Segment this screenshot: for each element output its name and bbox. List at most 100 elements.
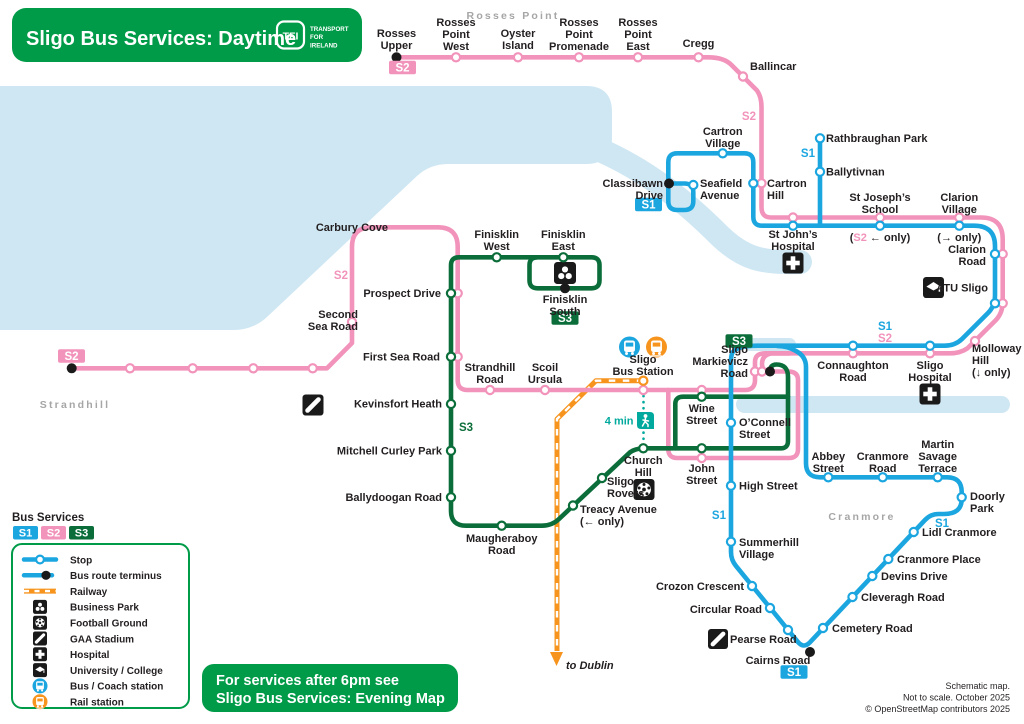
stop-label-line: Molloway — [972, 343, 1022, 355]
stop — [725, 536, 737, 547]
stop-label-line: Upper — [381, 40, 414, 52]
stop-label-line: Island — [502, 40, 534, 52]
stop-label-line: South — [549, 306, 580, 318]
stop — [638, 443, 649, 454]
footnote: Schematic map. — [945, 681, 1010, 691]
stop-label-line: Road — [488, 545, 516, 557]
stop-label-line: School — [862, 204, 899, 216]
stop-label-line: Martin — [921, 439, 954, 451]
stop-label: (→ only) — [937, 232, 981, 244]
stop-label-line: High Street — [739, 481, 798, 493]
stop-label-line: Ursula — [528, 374, 563, 386]
stop — [883, 553, 894, 565]
route-badge-s1: S1 — [780, 665, 808, 679]
stop-label-line: Street — [686, 475, 718, 487]
stop-label-line: Hospital — [771, 241, 814, 253]
route-s3 — [448, 255, 791, 528]
route-s2 — [666, 351, 801, 461]
banner-line1: For services after 6pm see — [216, 673, 399, 689]
bus-circle-icon — [619, 336, 640, 358]
rail-circle-icon — [646, 336, 667, 358]
legend-item-label: Business Park — [70, 603, 139, 614]
legend-heading: Bus Services — [12, 512, 84, 524]
stop-label-line: Lidl Cranmore — [922, 527, 997, 539]
stop-label-line: Finisklin — [543, 294, 588, 306]
stop-label: Crozon Crescent — [656, 581, 744, 593]
rail-circle-icon — [32, 694, 48, 710]
stop — [496, 520, 507, 531]
water-bay — [0, 86, 612, 330]
stop — [847, 591, 858, 603]
stop-label-line: Hill — [972, 355, 989, 367]
stop-label: Pearse Road — [730, 634, 797, 646]
route-ref-label: S1 — [801, 148, 816, 160]
stop — [787, 220, 799, 231]
tfi-word: IRELAND — [310, 42, 338, 49]
route-ref-label: S1 — [712, 510, 727, 522]
legend-badge-label: S2 — [47, 528, 60, 540]
stop — [969, 335, 981, 347]
tfi-logo-icon: TFI — [275, 20, 306, 50]
stop-label-line: Sligo — [630, 354, 657, 366]
stop-label-line: Rathbraughan Park — [826, 133, 928, 145]
route-badge-s2: S2 — [58, 349, 85, 363]
stop-label: Prospect Drive — [363, 288, 441, 300]
terminus — [664, 178, 674, 189]
stop — [596, 472, 608, 484]
stop — [445, 288, 457, 299]
stop — [725, 417, 737, 428]
stop — [877, 472, 888, 483]
stop — [693, 52, 704, 63]
stop-label-line: Oyster — [501, 28, 537, 40]
stop-label: Kevinsfort Heath — [354, 399, 442, 411]
stop-label-line: Finisklin — [474, 229, 519, 241]
stop-label-line: Markievicz — [692, 356, 748, 368]
stop-label-line: Road — [959, 256, 987, 268]
title-block: Sligo Bus Services: DaytimeTFITRANSPORTF… — [12, 8, 362, 62]
stop — [867, 570, 878, 582]
stop-label-line: Summerhill — [739, 537, 799, 549]
stop — [814, 133, 826, 144]
route-badge-s3: S3 — [551, 311, 579, 325]
stop — [445, 351, 457, 362]
legend-badge-s1 — [13, 526, 38, 540]
legend-item-label: GAA Stadium — [70, 634, 134, 645]
route-ref-label: S2 — [742, 111, 756, 123]
hospital-icon — [782, 252, 804, 274]
stop — [573, 52, 585, 63]
stop-label-line: Village — [705, 138, 740, 150]
stop — [756, 366, 768, 377]
stop-label-line: Drive — [635, 190, 663, 202]
stop-label-line: (→ only) — [937, 232, 981, 244]
stop-label-line: Cairns Road — [746, 655, 811, 667]
stop — [124, 363, 136, 374]
stop — [632, 52, 644, 63]
route-badge-label: S1 — [641, 200, 656, 212]
stop — [746, 580, 758, 592]
route-ref-label: S1 — [935, 518, 950, 530]
stop-label-line: Strandhill — [465, 362, 516, 374]
stop-label: Ballydoogan Road — [345, 492, 442, 504]
area-label: Strandhill — [40, 399, 110, 411]
stop — [782, 624, 794, 636]
footnote: Not to scale. October 2025 — [903, 693, 1010, 703]
stop-label-line: Promenade — [549, 41, 609, 53]
legend-badge-s2 — [41, 526, 66, 540]
stop-label-line: Hill — [635, 467, 652, 479]
route-ref-label: S2 — [334, 270, 348, 282]
stop-label-line: Treacy Avenue — [580, 504, 657, 516]
legend-item-label: Rail station — [70, 698, 124, 709]
stop-label-line: Circular Road — [690, 604, 762, 616]
terminus — [765, 366, 775, 377]
stop-label: First Sea Road — [363, 352, 440, 364]
